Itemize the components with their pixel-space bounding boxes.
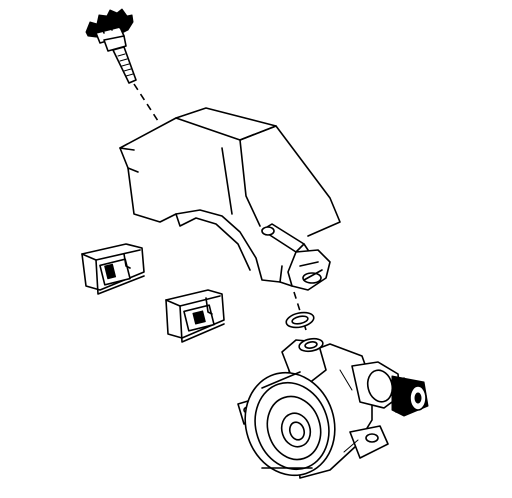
cover-bracket-icon [119,107,341,291]
o-ring-icon [285,311,315,329]
pump-assembly-icon [237,337,429,479]
alignment-line-knob [133,83,161,125]
adjuster-knob-icon [85,8,137,84]
retaining-clip-icon [81,243,145,295]
alignment-line-bracket [293,291,307,331]
retaining-clip-icon [165,289,225,343]
